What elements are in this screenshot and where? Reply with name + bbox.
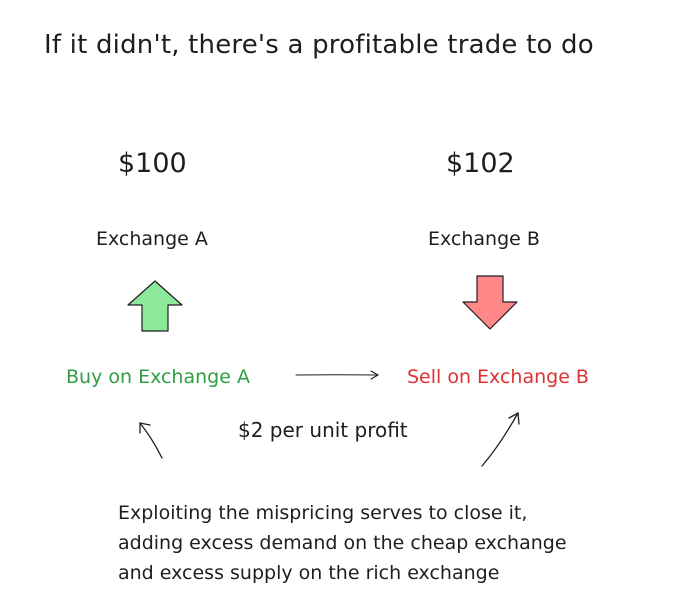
up-arrow-icon xyxy=(127,280,183,332)
note-line-1: Exploiting the mispricing serves to clos… xyxy=(118,502,528,524)
note-line-3: and excess supply on the rich exchange xyxy=(118,562,500,584)
profit-label: $2 per unit profit xyxy=(238,418,408,442)
explanation-note: Exploiting the mispricing serves to clos… xyxy=(118,498,567,588)
curved-arrow-left-icon xyxy=(139,422,163,459)
sell-action-label: Sell on Exchange B xyxy=(407,366,589,388)
down-arrow-icon xyxy=(462,275,518,330)
right-arrow-icon xyxy=(295,370,380,380)
diagram-title: If it didn't, there's a profitable trade… xyxy=(44,30,594,60)
curved-arrow-right-icon xyxy=(481,411,520,467)
note-line-2: adding excess demand on the cheap exchan… xyxy=(118,532,567,554)
buy-action-label: Buy on Exchange A xyxy=(66,366,250,388)
exchange-b-label: Exchange B xyxy=(428,228,540,250)
exchange-a-price: $100 xyxy=(118,148,187,179)
exchange-a-label: Exchange A xyxy=(96,228,208,250)
exchange-b-price: $102 xyxy=(446,148,515,179)
